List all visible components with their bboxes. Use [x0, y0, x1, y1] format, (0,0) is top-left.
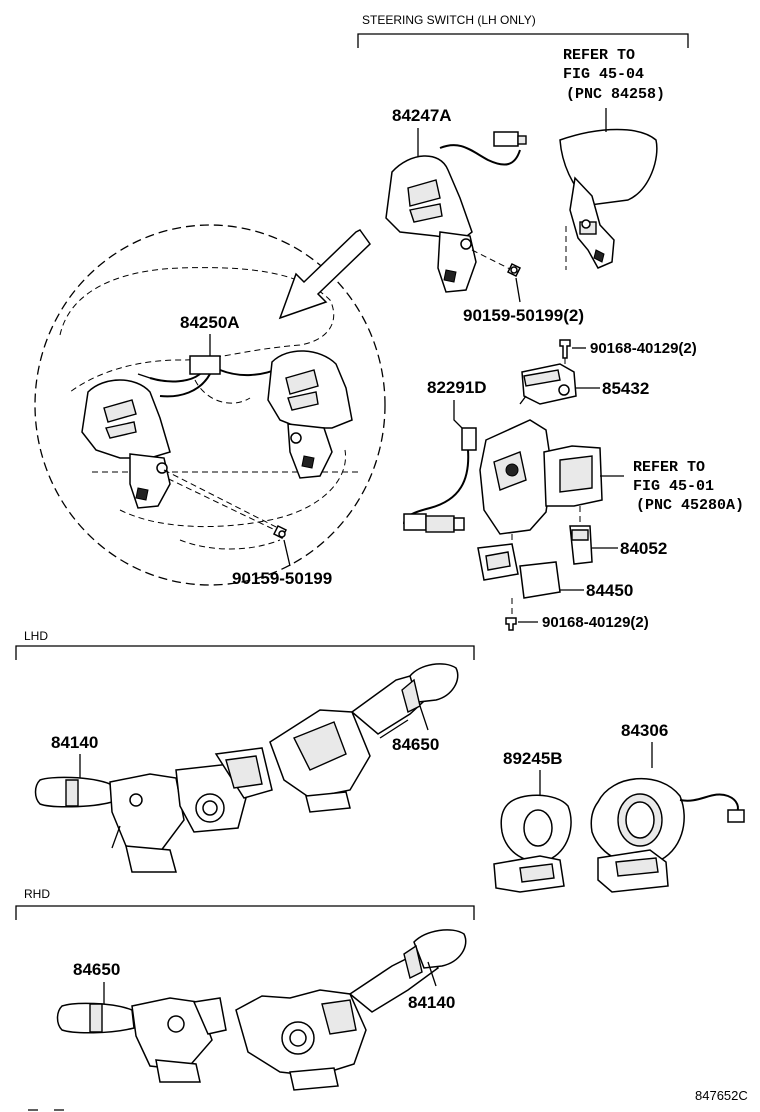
ref-fig-45-01-line2: FIG 45-01 [633, 478, 714, 495]
part-90168-40129-2-bottom[interactable]: 90168-40129(2) [505, 614, 649, 631]
label-84140-lhd: 84140 [51, 733, 98, 752]
section-lhd: LHD [24, 629, 48, 643]
label-90168-40129-2-bottom: 90168-40129(2) [542, 614, 649, 631]
part-82291D[interactable]: 82291D [403, 378, 487, 533]
switch-cover-right-drawing [559, 108, 658, 270]
part-84650-lhd[interactable]: 84650 [269, 663, 459, 813]
section-rhd: RHD [24, 887, 50, 901]
label-90159-50199-2: 90159-50199(2) [463, 306, 584, 325]
steering-switch-bracket: STEERING SWITCH (LH ONLY) [357, 13, 689, 48]
part-84650-rhd[interactable]: 84650 [56, 960, 227, 1083]
label-84140-rhd: 84140 [408, 993, 455, 1012]
ref-fig-45-04-line3: (PNC 84258) [566, 86, 665, 103]
ref-fig-45-04-line1: REFER TO [563, 47, 635, 64]
part-84450[interactable]: 84450 [477, 543, 633, 614]
part-84250A[interactable]: 84250A [81, 313, 353, 540]
ref-fig-45-04[interactable]: REFER TO FIG 45-04 (PNC 84258) [563, 47, 665, 103]
label-82291D: 82291D [427, 378, 487, 397]
rhd-bracket: RHD [15, 887, 475, 920]
ref-fig-45-01[interactable]: REFER TO FIG 45-01 (PNC 45280A) [633, 459, 744, 514]
label-84450: 84450 [586, 581, 633, 600]
part-84306[interactable]: 84306 [590, 721, 745, 893]
part-84247A[interactable]: 84247A [385, 106, 527, 293]
label-84306: 84306 [621, 721, 668, 740]
diagram-code: 847652C [695, 1088, 748, 1103]
label-89245B: 89245B [503, 749, 563, 768]
label-84650-lhd: 84650 [392, 735, 439, 754]
ref-fig-45-04-line2: FIG 45-04 [563, 66, 644, 83]
part-90168-40129-2-top[interactable]: 90168-40129(2) [559, 339, 697, 372]
label-90168-40129-2-top: 90168-40129(2) [590, 340, 697, 357]
part-90159-50199[interactable]: 90159-50199 [232, 539, 332, 588]
label-85432: 85432 [602, 379, 649, 398]
part-84052[interactable]: 84052 [569, 525, 667, 565]
label-90159-50199: 90159-50199 [232, 569, 332, 588]
part-89245B[interactable]: 89245B [493, 749, 572, 893]
combination-switch-body [479, 419, 624, 552]
label-84247A: 84247A [392, 106, 452, 125]
part-84140-lhd[interactable]: 84140 [34, 733, 273, 873]
label-84250A: 84250A [180, 313, 240, 332]
direction-arrow [278, 229, 371, 320]
label-84052: 84052 [620, 539, 667, 558]
part-90159-50199-2[interactable]: 90159-50199(2) [463, 277, 584, 325]
section-steering-switch: STEERING SWITCH (LH ONLY) [362, 13, 536, 27]
part-84140-rhd[interactable]: 84140 [235, 929, 467, 1091]
part-85432[interactable]: 85432 [519, 363, 649, 405]
label-84650-rhd: 84650 [73, 960, 120, 979]
ref-fig-45-01-line3: (PNC 45280A) [636, 497, 744, 514]
lhd-bracket: LHD [15, 629, 475, 660]
ref-fig-45-01-line1: REFER TO [633, 459, 705, 476]
